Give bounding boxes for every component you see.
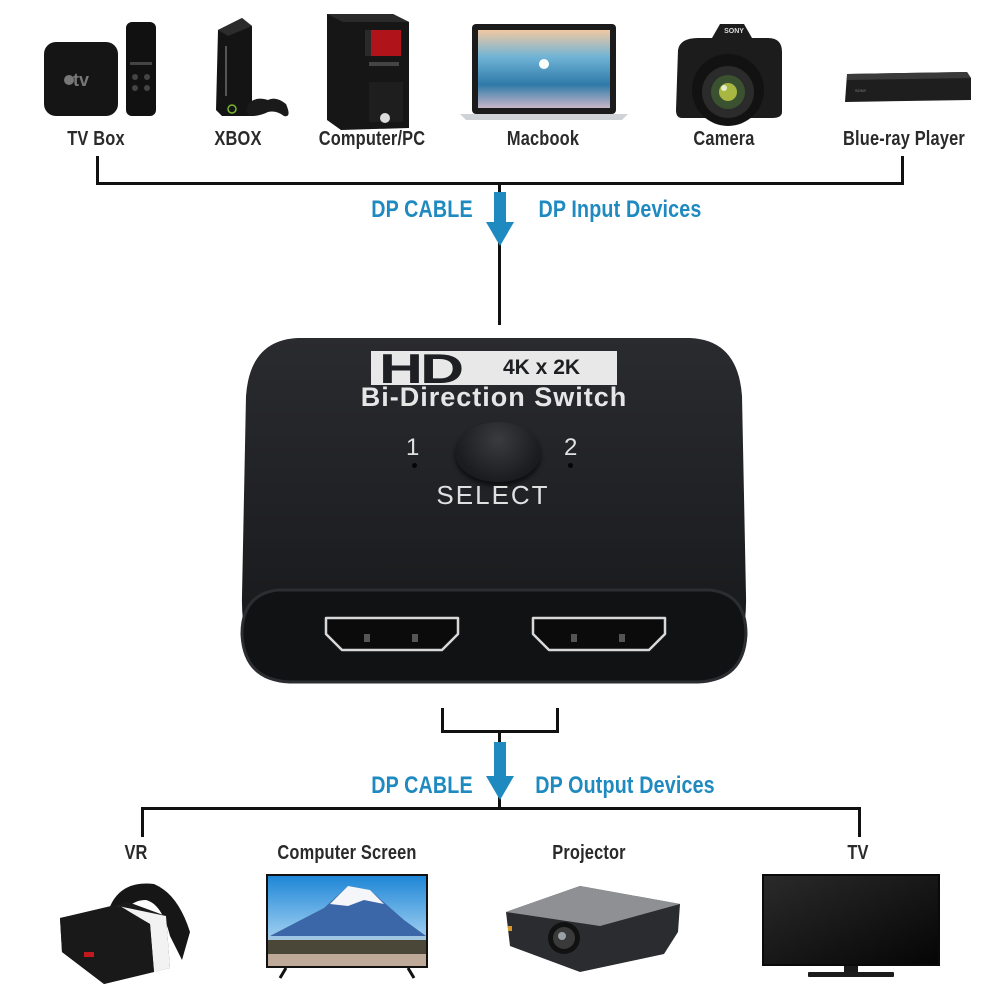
svg-text:SONY: SONY — [855, 88, 867, 93]
vr-headset-icon — [60, 883, 190, 984]
port-1-indicator-label: 1 — [406, 434, 420, 461]
output-device-label-projector: Projector — [552, 842, 626, 864]
output-device-label-tv: TV — [847, 842, 869, 864]
dslr-camera-icon: SONY — [676, 24, 782, 126]
output-device-label-computer-screen: Computer Screen — [277, 842, 417, 864]
monitor-icon — [266, 874, 428, 979]
output-bus-right-drop — [858, 807, 861, 837]
input-bus-left-drop — [96, 156, 99, 185]
select-button[interactable] — [455, 422, 541, 482]
bluray-player-device: SONY — [843, 68, 973, 104]
hd-badge: HD 4K x 2K — [371, 345, 617, 392]
input-devices-heading: DP Input Devices — [538, 196, 702, 223]
switch-body — [240, 338, 748, 684]
hdmi-port-2[interactable] — [529, 614, 669, 654]
output-arrow-down-icon — [486, 742, 514, 800]
input-device-label-bluray-player: Blue-ray Player — [843, 128, 965, 150]
port-2-indicator-label: 2 — [564, 434, 578, 461]
svg-text:SONY: SONY — [724, 28, 744, 35]
input-device-label-computer-pc: Computer/PC — [318, 128, 426, 150]
output-bracket-left — [441, 708, 444, 732]
output-device-label-vr: VR — [124, 842, 148, 864]
apple-tv-icon: tv — [44, 22, 156, 116]
input-arrow-down-icon — [486, 192, 514, 246]
projector-icon — [506, 886, 680, 972]
input-bus — [96, 182, 904, 185]
switch-title: Bi-Direction Switch — [360, 382, 628, 412]
camera-device: SONY — [672, 20, 786, 132]
tv-device — [760, 872, 942, 978]
output-bus-left-drop — [141, 807, 144, 837]
computer-pc-device — [325, 12, 411, 130]
laptop-icon — [460, 24, 628, 120]
projector-device — [500, 882, 684, 974]
output-bus — [141, 807, 861, 810]
macbook-device — [460, 22, 628, 122]
input-device-label-xbox: XBOX — [214, 128, 262, 150]
computer-screen-device — [264, 872, 430, 980]
bi-direction-switch: HD 4K x 2K Bi-Direction Switch 1 2 SELEC… — [238, 336, 750, 688]
vr-device — [58, 872, 194, 984]
xbox-icon — [216, 18, 289, 117]
input-bus-right-drop — [901, 156, 904, 185]
hdmi-port-1[interactable] — [322, 614, 462, 654]
select-label: SELECT — [436, 480, 550, 510]
tv-icon — [762, 874, 940, 977]
port-1-led — [412, 463, 417, 468]
input-device-label-macbook: Macbook — [506, 128, 580, 150]
input-cable-label: DP CABLE — [371, 196, 473, 223]
bluray-player-icon: SONY — [845, 72, 971, 102]
output-cable-label: DP CABLE — [371, 772, 473, 799]
desktop-tower-icon — [327, 14, 409, 130]
xbox-device — [212, 16, 292, 118]
hd-badge-logo: HD — [379, 345, 464, 392]
resolution-label: 4K x 2K — [503, 356, 581, 379]
tv-box-device: tv — [42, 22, 157, 117]
port-2-led — [568, 463, 573, 468]
input-trunk — [498, 185, 501, 325]
output-bracket-bar — [441, 730, 559, 733]
svg-text:tv: tv — [73, 70, 89, 90]
output-devices-heading: DP Output Devices — [535, 772, 715, 799]
input-device-label-camera: Camera — [693, 128, 755, 150]
output-bracket-right — [556, 708, 559, 732]
input-device-label-tv-box: TV Box — [67, 128, 125, 150]
